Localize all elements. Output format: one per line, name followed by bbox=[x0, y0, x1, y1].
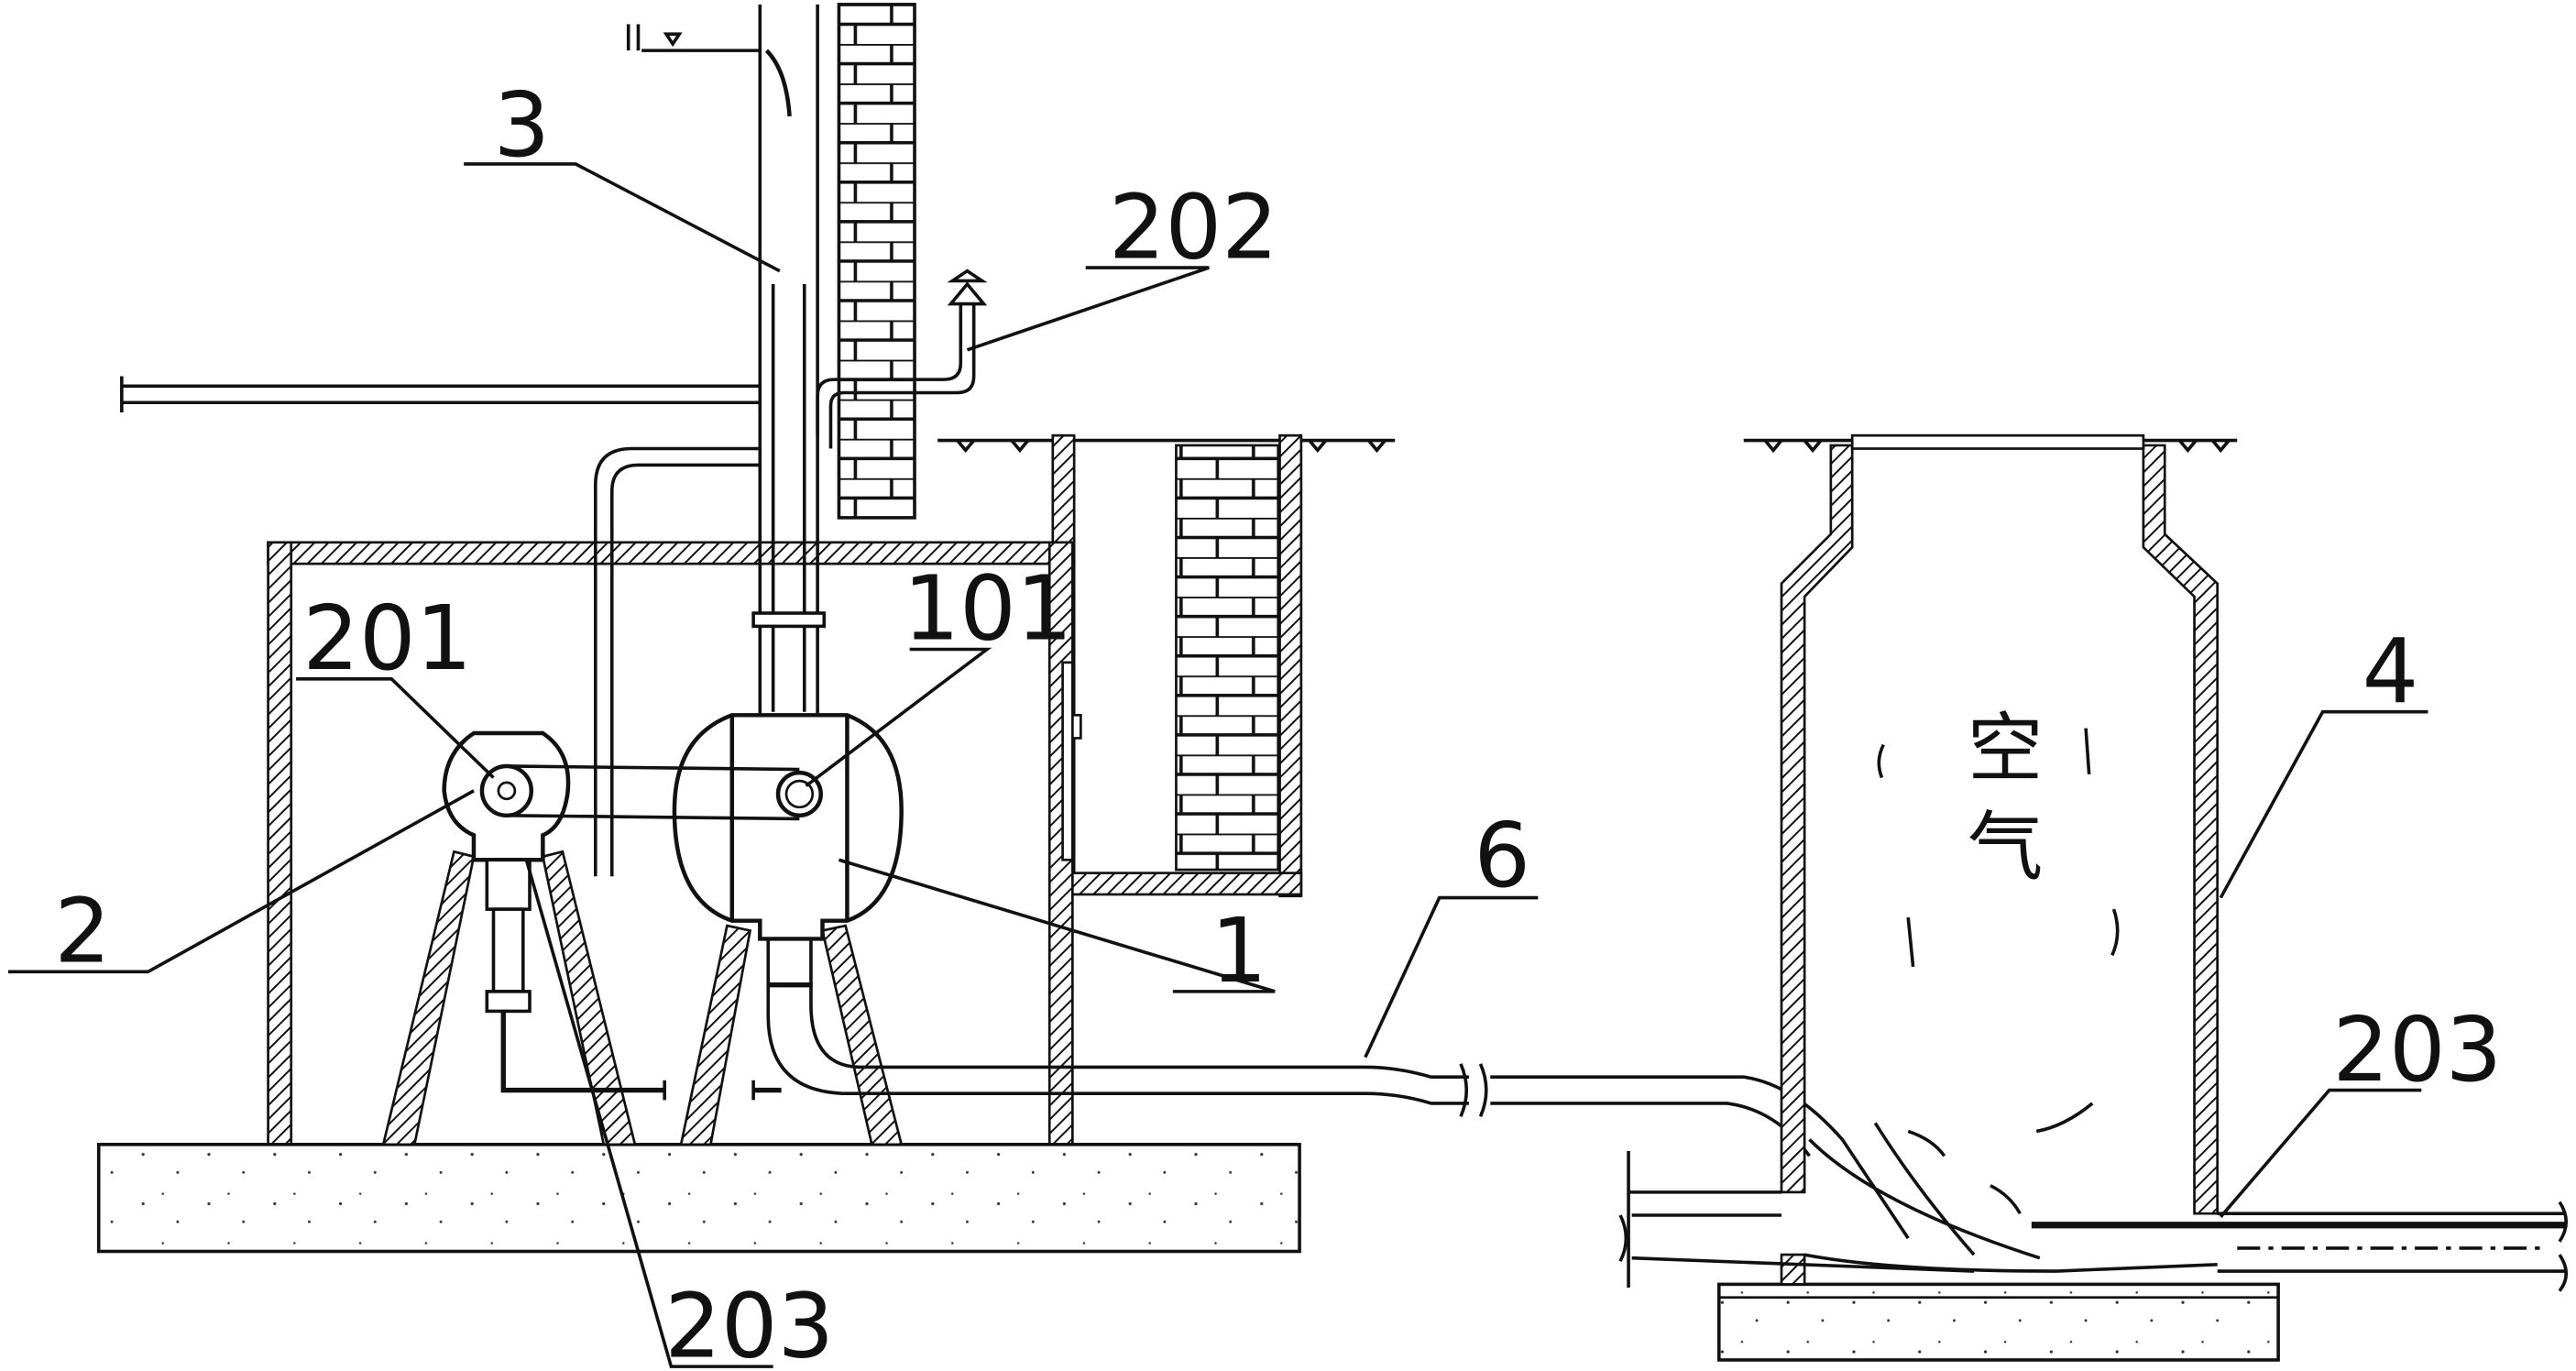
label-202: 202 bbox=[1109, 175, 1278, 279]
label-203-right: 203 bbox=[2332, 998, 2502, 1102]
stack-pipe-3 bbox=[751, 4, 827, 729]
label-101: 101 bbox=[903, 557, 1072, 661]
label-1: 1 bbox=[1211, 899, 1267, 1003]
pump-room bbox=[267, 541, 1082, 1146]
support-legs bbox=[381, 850, 904, 1146]
ground-lines bbox=[937, 438, 2238, 454]
label-2: 2 bbox=[54, 880, 111, 983]
label-3: 3 bbox=[494, 73, 551, 177]
leader-lines bbox=[7, 162, 2428, 1368]
tank-1 bbox=[672, 713, 904, 941]
link-bar bbox=[506, 764, 800, 821]
vent-pipe-202 bbox=[816, 269, 988, 449]
label-4: 4 bbox=[2362, 620, 2419, 723]
unit-2-outlet bbox=[485, 858, 782, 1101]
label-6: 6 bbox=[1474, 804, 1530, 907]
well-pipes bbox=[1618, 1150, 2569, 1292]
floor-slab-left bbox=[120, 376, 761, 413]
connecting-pipe bbox=[594, 446, 761, 877]
foundation-slab-left bbox=[96, 1143, 1301, 1254]
flow-marks bbox=[1808, 728, 2120, 1260]
label-201: 201 bbox=[302, 587, 472, 690]
foundation-slab-right bbox=[1717, 1282, 2280, 1362]
faucet-icon bbox=[626, 24, 761, 52]
label-203-left: 203 bbox=[664, 1274, 834, 1371]
well-text-char-1: 空 bbox=[1968, 705, 2044, 793]
well-text-char-2: 气 bbox=[1968, 804, 2044, 892]
